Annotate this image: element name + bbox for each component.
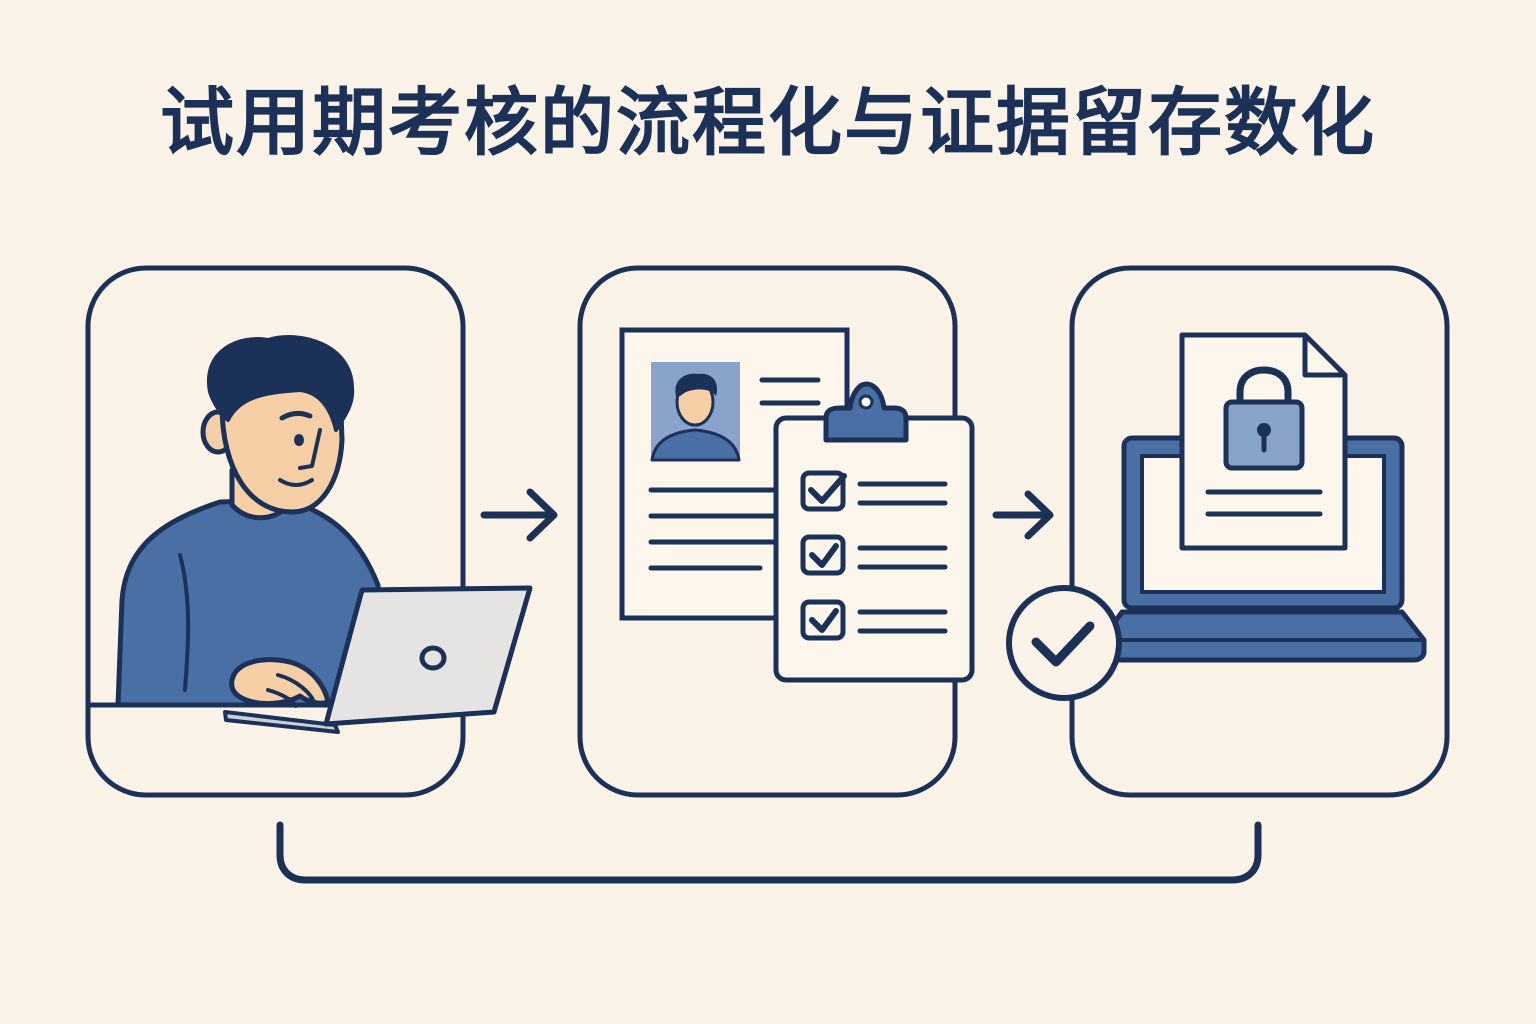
check-circle-icon: [1006, 585, 1122, 701]
page-title: 试用期考核的流程化与证据留存数化: [160, 80, 1376, 166]
checklist-item: [800, 470, 948, 512]
step-3-panel: [1069, 265, 1450, 798]
checklist-item: [800, 599, 948, 641]
secure-document-laptop-icon: [1099, 332, 1427, 663]
lock-shackle: [1236, 366, 1292, 406]
step-2-panel: [577, 265, 975, 798]
step-1-panel: [85, 265, 533, 798]
arrow-right-icon: [480, 488, 558, 542]
arrow-right-icon: [992, 490, 1054, 540]
checklist-item: [800, 534, 948, 576]
resume-checklist-icon: [619, 327, 975, 683]
bottom-bracket: [276, 821, 1262, 884]
person-laptop-icon: [90, 335, 533, 734]
